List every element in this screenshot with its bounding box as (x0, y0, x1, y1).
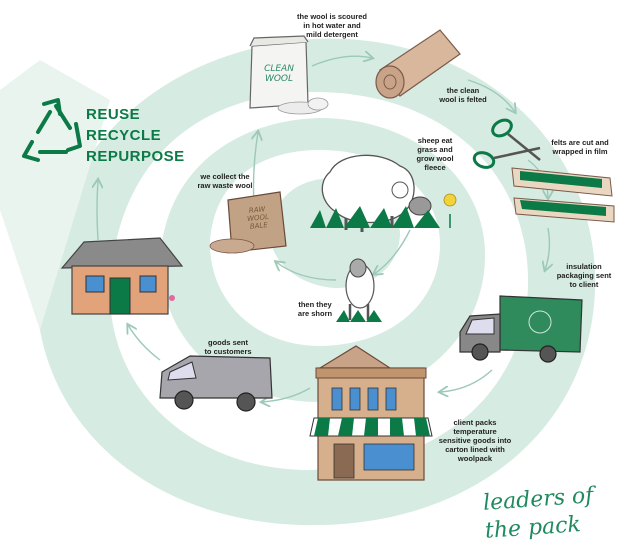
step-scoured-label: the wool is scoured in hot water and mil… (296, 12, 367, 39)
tagline: leaders of the pack (482, 482, 596, 546)
heading-recycle: RECYCLE (86, 127, 162, 144)
van-icon (159, 355, 273, 412)
felt-roll-icon (375, 29, 461, 99)
sheep-icon (310, 154, 440, 232)
felt-strips-icon (511, 167, 615, 223)
flow-arrows (97, 56, 549, 402)
step-collect-label: we collect the raw waste wool (197, 172, 253, 190)
recycle-icon (22, 98, 82, 162)
heading: REUSE RECYCLE REPURPOSE (86, 104, 185, 167)
step-goods-label: goods sent to customers (204, 338, 252, 356)
step-sheep-label: sheep eat grass and grow wool fleece (416, 136, 454, 172)
clean-wool-label: CLEAN WOOL (264, 64, 294, 84)
step-packaging-label: insulation packaging sent to client (556, 262, 612, 289)
step-shorn-label: then they are shorn (297, 300, 333, 318)
wool-bag-icon (249, 35, 329, 115)
heading-reuse: REUSE (86, 106, 141, 123)
scissors-icon (472, 118, 541, 169)
step-client-label: client packs temperature sensitive goods… (438, 418, 512, 463)
truck-icon (459, 295, 583, 363)
raw-wool-bale-label: RAW WOOL BALE (246, 205, 270, 231)
wool-bale-icon (209, 191, 287, 254)
house-icon (60, 237, 184, 315)
step-felted-label: the clean wool is felted (439, 86, 487, 104)
flower-icon (169, 193, 457, 301)
heading-repurpose: REPURPOSE (86, 148, 185, 165)
shorn-sheep-icon (336, 258, 382, 322)
shop-icon (309, 345, 433, 481)
step-cut-label: felts are cut and wrapped in film (551, 138, 609, 156)
